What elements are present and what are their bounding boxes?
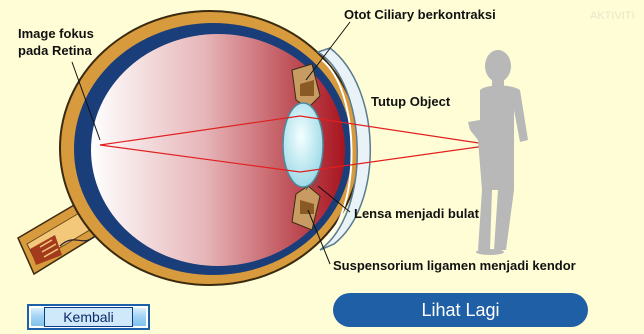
header-label-partial: AKTIVITI (590, 8, 635, 25)
image-focus-label-line2: pada Retina (18, 42, 92, 59)
person-silhouette-icon (468, 50, 528, 255)
lens (283, 103, 323, 187)
back-button-label: Kembali (44, 307, 133, 327)
back-button[interactable]: Kembali (27, 304, 150, 330)
suspensory-ligament-label: Suspensorium ligamen menjadi kendor (333, 257, 576, 274)
view-again-button[interactable]: Lihat Lagi (333, 293, 588, 327)
image-focus-label-line1: Image fokus (18, 25, 94, 42)
lens-label: Lensa menjadi bulat (354, 205, 479, 222)
ciliary-label: Otot Ciliary berkontraksi (344, 6, 496, 23)
tutup-object-label: Tutup Object (371, 93, 450, 110)
